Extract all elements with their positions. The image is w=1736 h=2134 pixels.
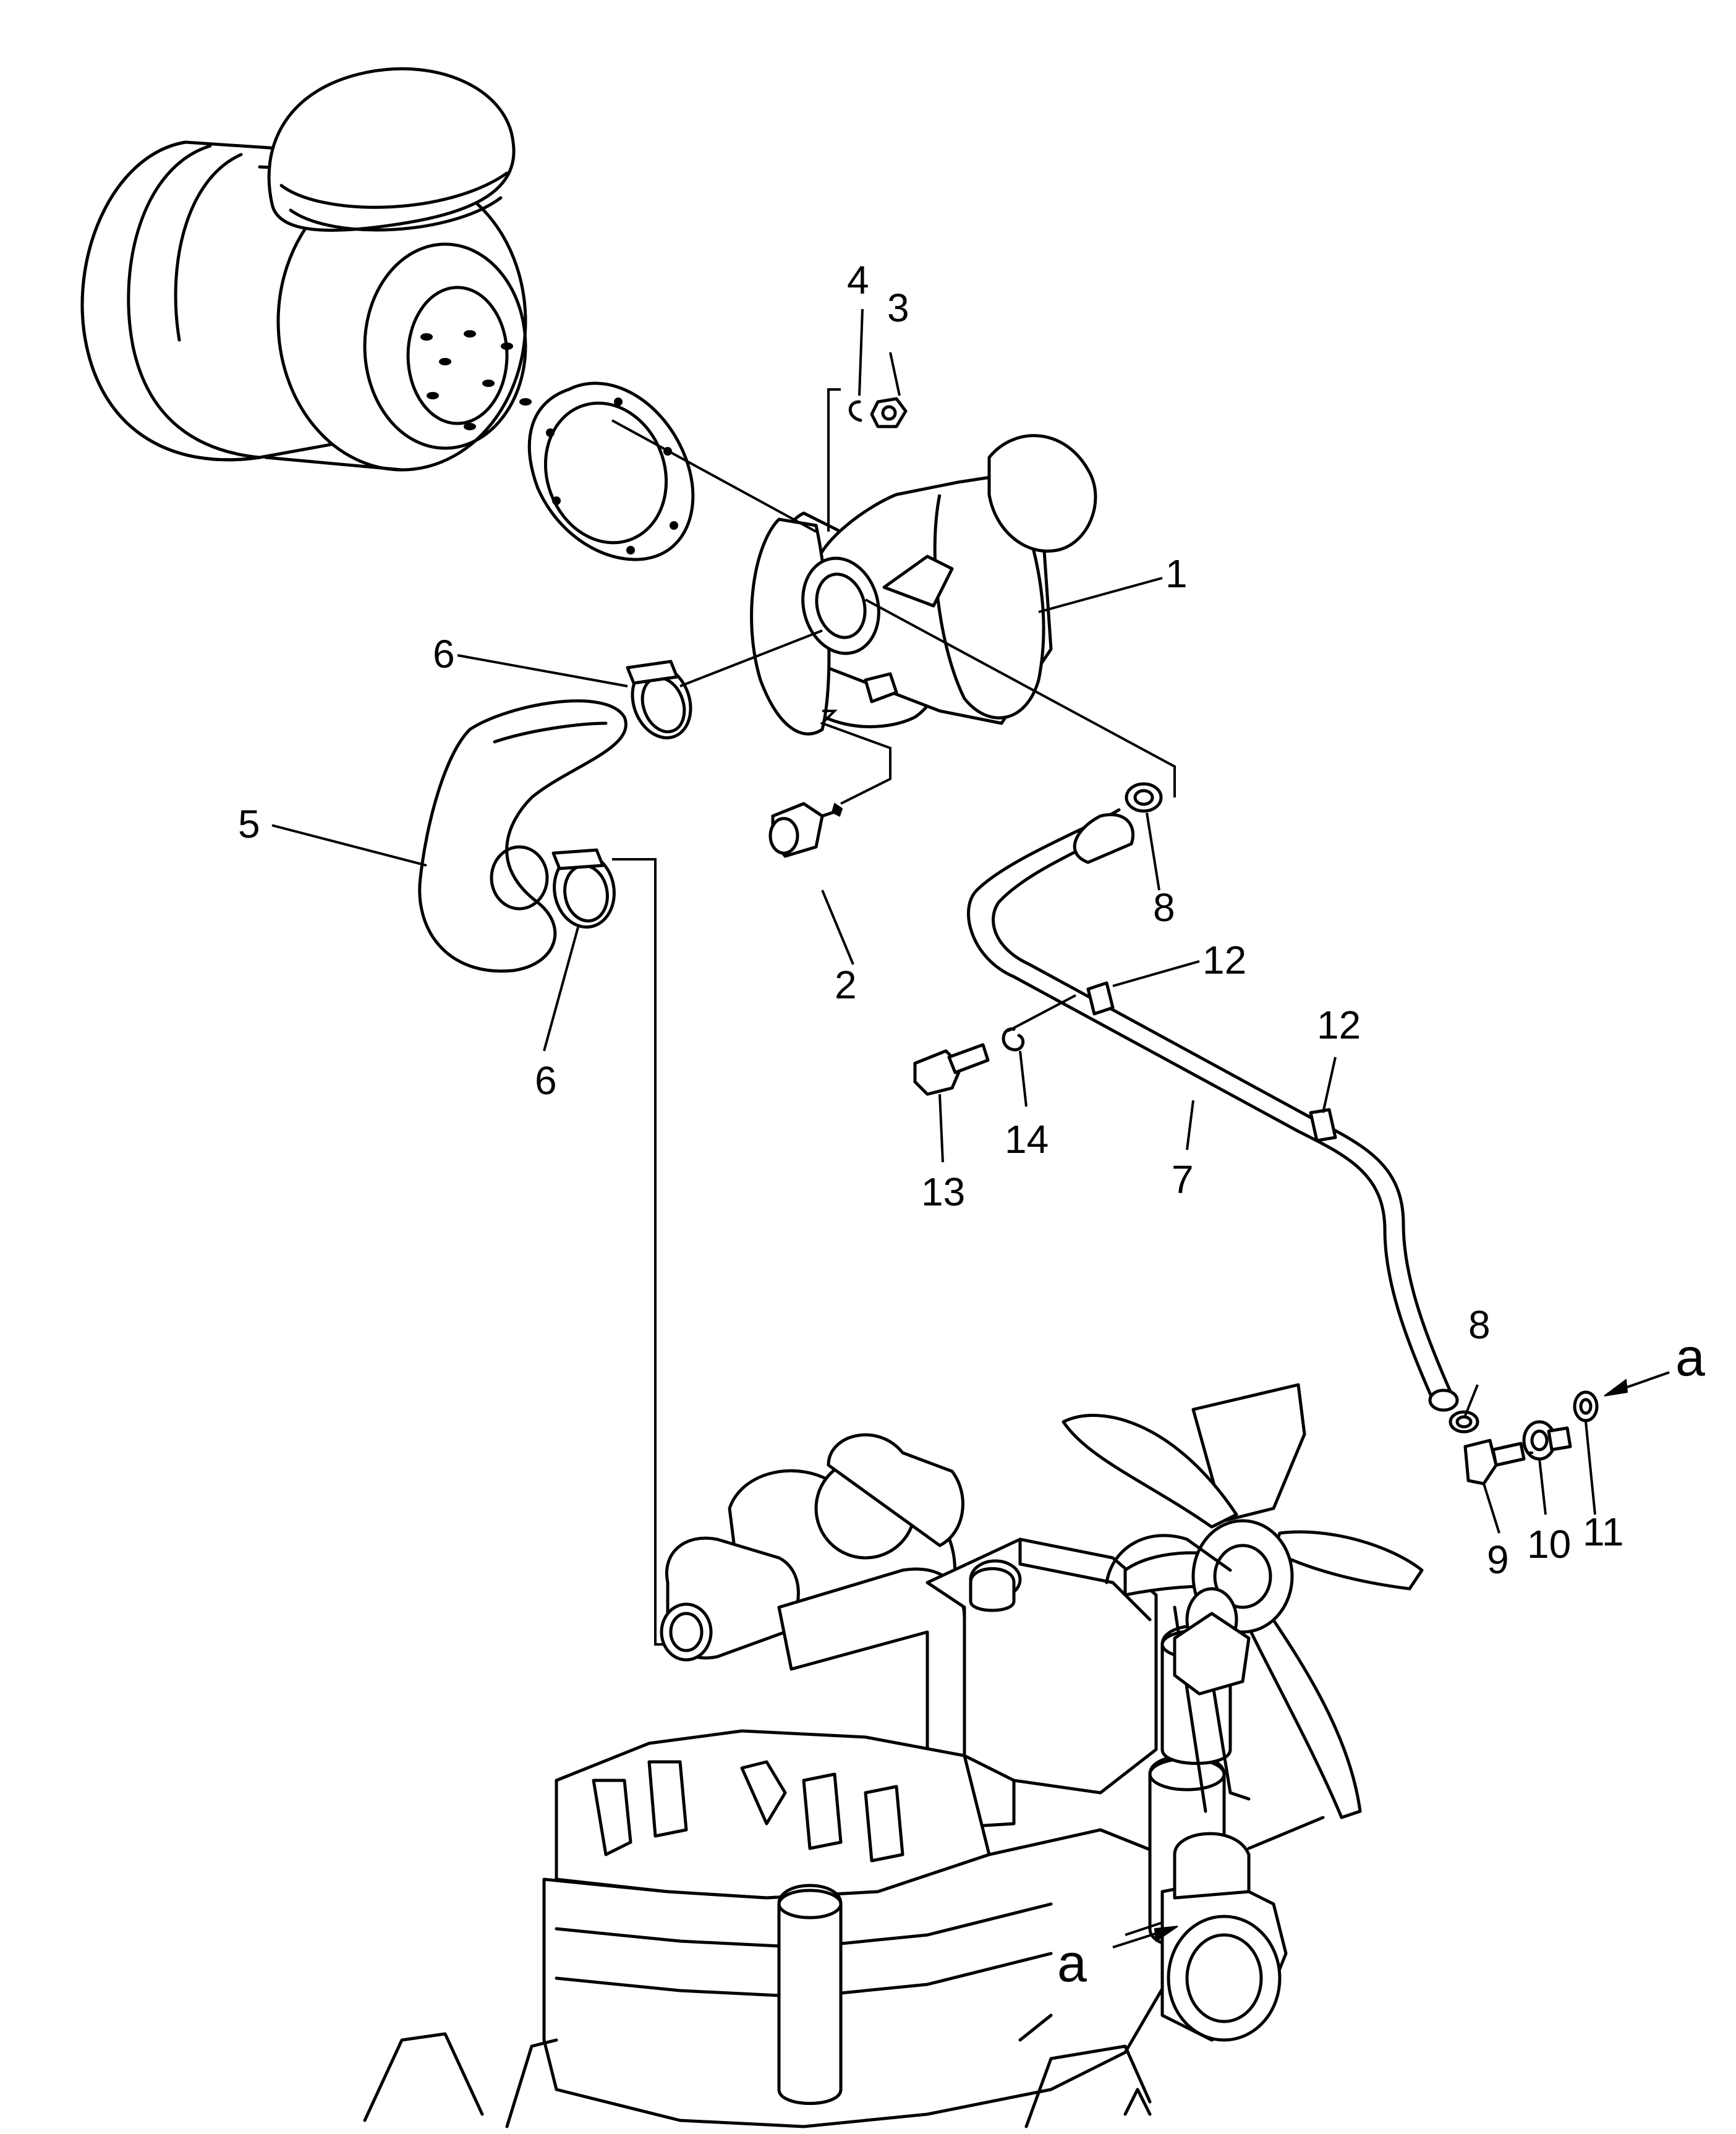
hose-clamp-8-lower <box>1449 1410 1479 1434</box>
ref-label-a-top: a <box>1675 1328 1705 1387</box>
callout-9: 9 <box>1487 1537 1509 1582</box>
hose-clamp-upper <box>626 660 692 739</box>
hose-clamp-lower <box>551 848 616 929</box>
callout-7: 7 <box>1172 1157 1194 1202</box>
callout-5: 5 <box>238 802 260 846</box>
bolt <box>913 1043 990 1096</box>
callout-3: 3 <box>887 286 909 330</box>
gasket <box>527 381 695 561</box>
assembly-lines <box>611 419 1533 1646</box>
ref-arrow-top <box>1604 1371 1670 1396</box>
callout-leaders <box>271 308 1596 1534</box>
fitting-nut <box>1522 1420 1572 1461</box>
engine <box>363 1383 1424 2128</box>
callout-labels: 1 2 3 4 5 6 6 7 8 8 9 10 11 12 12 13 14 … <box>238 258 1705 1993</box>
callout-10: 10 <box>1527 1522 1571 1566</box>
intake-elbow <box>750 434 1097 736</box>
callout-2: 2 <box>835 963 857 1007</box>
sensor <box>768 802 843 858</box>
callout-12-lower: 12 <box>1317 1003 1361 1047</box>
breather-pipe <box>967 808 1459 1412</box>
callout-1: 1 <box>1165 551 1188 596</box>
callout-4: 4 <box>847 258 869 302</box>
nut-washer <box>827 388 908 532</box>
callout-11: 11 <box>1583 1510 1623 1554</box>
hose-clamp-8-upper <box>1125 782 1163 813</box>
intake-hose <box>418 699 628 973</box>
callout-14: 14 <box>1005 1117 1049 1162</box>
callout-8-lower: 8 <box>1468 1303 1491 1347</box>
fitting-elbow <box>1463 1439 1526 1486</box>
ref-label-a-bottom: a <box>1057 1934 1087 1993</box>
callout-13: 13 <box>921 1170 965 1214</box>
callout-6-upper: 6 <box>433 632 455 676</box>
washer-11 <box>1573 1390 1599 1422</box>
ref-arrow-bottom <box>1112 1926 1178 1949</box>
washer-14 <box>1002 1027 1025 1052</box>
callout-6-lower: 6 <box>535 1058 557 1103</box>
callout-12-upper: 12 <box>1202 938 1246 982</box>
callout-8-upper: 8 <box>1153 885 1175 930</box>
air-cleaner <box>80 67 532 472</box>
